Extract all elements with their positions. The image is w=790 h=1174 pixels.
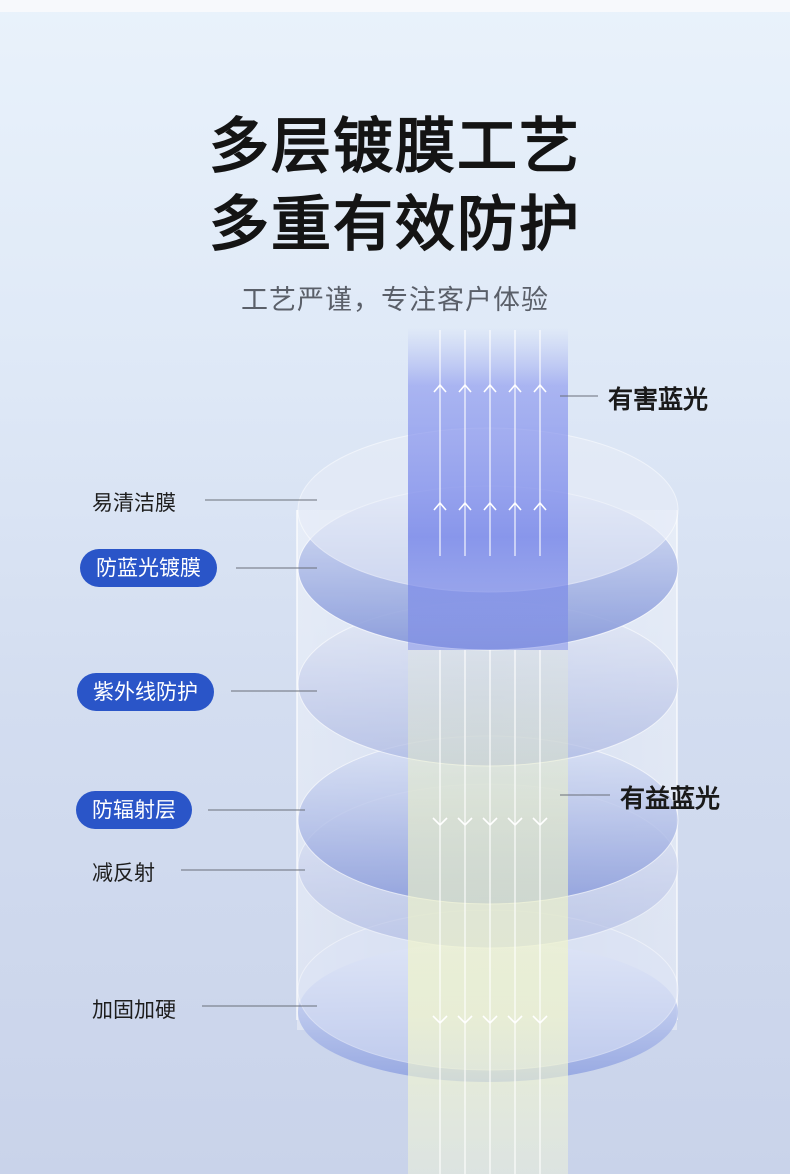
layer-label-anti-reflection: 减反射 xyxy=(92,861,155,885)
top-strip xyxy=(0,0,790,12)
beneficial-blue-beam xyxy=(408,650,568,1174)
beam-lines xyxy=(439,330,541,1174)
harmful-blue-beam xyxy=(408,328,568,650)
layer-pill-anti-blue-coating: 防蓝光镀膜 xyxy=(80,549,217,587)
beneficial-blue-light-label: 有益蓝光 xyxy=(620,784,721,813)
page-title-line1: 多层镀膜工艺 xyxy=(209,112,581,182)
page-title-line2: 多重有效防护 xyxy=(209,190,581,260)
leader-lines xyxy=(181,395,610,1007)
page-subtitle: 工艺严谨，专注客户体验 xyxy=(241,285,549,316)
layer-label-easy-clean: 易清洁膜 xyxy=(92,491,176,515)
layer-pill-anti-radiation: 防辐射层 xyxy=(76,791,192,829)
down-arrow-icon xyxy=(432,817,548,1025)
up-arrow-icon xyxy=(433,383,547,511)
layer-pill-uv-protection: 紫外线防护 xyxy=(77,673,214,711)
layer-label-hardening: 加固加硬 xyxy=(92,998,176,1022)
harmful-blue-light-label: 有害蓝光 xyxy=(608,385,709,414)
